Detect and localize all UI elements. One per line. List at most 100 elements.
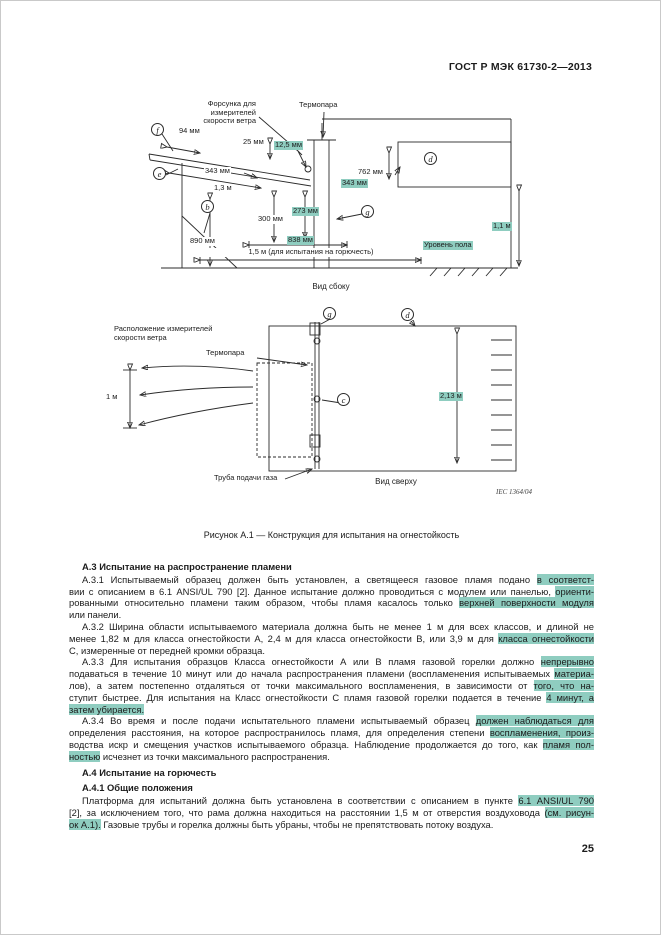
paragraph: Платформа для испытаний должна быть уста… <box>69 795 594 830</box>
text-segment: А.3.4 Во время и после подачи испытатель… <box>82 715 476 727</box>
paragraph: А.3.3 Для испытания образцов Класса огне… <box>69 656 594 715</box>
text-line: лов), а затем постепенно отдаляться от т… <box>69 679 594 692</box>
iec-reference: IEC 1364/04 <box>496 488 532 496</box>
wind-meters-label-line: скорости ветра <box>114 332 167 342</box>
dim-762mm: 762 мм <box>357 167 384 177</box>
highlighted-text: того, что на- <box>533 679 594 691</box>
side-view-caption: Вид сбоку <box>276 282 386 292</box>
highlighted-text: непрерывно <box>540 656 594 668</box>
text-segment: подаваться в течение 10 минут или до нач… <box>69 668 555 680</box>
callout-g-top: g <box>323 307 336 320</box>
text-line: менее 1,82 м для класса огнестойкости А,… <box>69 632 595 645</box>
text-line: или панели. <box>69 609 594 621</box>
paragraph: А.3.1 Испытываемый образец должен быть у… <box>69 573 594 621</box>
text-line: затем убирается. <box>69 703 594 716</box>
text-segment: [2], за исключением того, что рама должн… <box>69 806 545 818</box>
wind-meters-label: Расположение измерителей скорости ветра <box>113 324 223 342</box>
callout-d-top: d <box>401 308 414 321</box>
highlighted-text: должен наблюдаться для <box>475 715 594 727</box>
highlighted-text: воспламенения, произ- <box>489 727 595 739</box>
highlighted-text: затем убирается. <box>69 703 145 715</box>
highlighted-text: материа- <box>554 668 594 680</box>
text-line: рованными относительно пламени таким обр… <box>69 597 594 609</box>
text-segment: водства искр и смещения участков испытыв… <box>69 738 543 750</box>
dim-1m: 1 м <box>105 392 119 402</box>
text-segment: рованными относительно пламени таким обр… <box>69 597 460 609</box>
text-line: ностью исчезнет из точки максимального р… <box>69 750 594 763</box>
page-number: 25 <box>581 843 594 855</box>
dim-94mm: 94 мм <box>178 126 201 136</box>
text-line: подаваться в течение 10 минут или до нач… <box>69 668 594 680</box>
thermocouple-label-side: Термопара <box>298 100 339 110</box>
top-view-drawing <box>123 317 517 480</box>
text-segment: А.3.2 Ширина области испытываемого матер… <box>82 620 594 632</box>
text-segment: А.3.1 Испытываемый образец должен быть у… <box>82 573 537 585</box>
text-line: С, измеренные от передней кромки образца… <box>69 645 594 657</box>
dim-2-13m: 2,13 м <box>439 391 463 401</box>
doc-number: ГОСТ Р МЭК 61730-2—2013 <box>448 61 592 73</box>
callout-e: e <box>153 167 166 180</box>
highlighted-text: пламя пол- <box>542 738 594 750</box>
highlighted-text: ностью <box>69 750 101 762</box>
callout-d-side: d <box>424 152 437 165</box>
text-segment: С, измеренные от передней кромки образца… <box>69 644 265 656</box>
text-line: ступит быстрее. Для испытания на Класс о… <box>69 691 594 704</box>
text-segment: Газовые трубы и горелка должны быть убра… <box>100 818 494 830</box>
highlighted-text: ок А.1). <box>69 818 101 830</box>
nozzle-label-line: измерителей <box>210 107 256 117</box>
highlighted-text: в соответст- <box>536 573 594 585</box>
nozzle-label: Форсунка для измерителей скорости ветра <box>171 99 257 126</box>
text-line: А.3.2 Ширина области испытываемого матер… <box>69 621 594 633</box>
text-line: [2], за исключением того, что рама должн… <box>69 806 594 819</box>
text-segment: исчезнет из точки максимального распрост… <box>100 750 330 762</box>
body-text: А.3 Испытание на распространение пламени… <box>69 557 595 831</box>
section-heading: А.4 Испытание на горючесть <box>82 766 217 778</box>
nozzle-label-line: Форсунка для <box>207 99 256 108</box>
text-line: водства искр и смещения участков испытыв… <box>69 738 594 751</box>
thermocouple-label-top: Термопара <box>205 348 246 358</box>
text-segment: вии с описанием в 6.1 ANSI/UL 790 [2]. Д… <box>69 585 556 597</box>
nozzle-label-line: скорости ветра <box>203 116 256 125</box>
callout-b: b <box>201 200 214 213</box>
text-line: вии с описанием в 6.1 ANSI/UL 790 [2]. Д… <box>69 585 594 598</box>
dim-838mm: 838 мм <box>287 235 314 245</box>
section-heading: А.3 Испытание на распространение пламени <box>82 561 292 572</box>
text-segment: лов), а затем постепенно отдаляться от т… <box>69 679 534 691</box>
section-heading: А.4.1 Общие положения <box>82 782 193 794</box>
dim-12-5mm: 12,5 мм <box>274 140 303 150</box>
dim-343mm-upper: 343 мм <box>204 166 231 176</box>
paragraph: А.3.4 Во время и после подачи испытатель… <box>69 715 595 763</box>
text-segment: определения расстояния, на которое распр… <box>69 727 490 739</box>
text-segment: менее 1,82 м для класса огнестойкости А,… <box>69 632 499 644</box>
dim-1-5m-flammability: 1,5 м (для испытания на горючесть) <box>191 247 431 257</box>
highlighted-text: 4 минут, а <box>546 691 594 703</box>
highlighted-text: класса огнестойкости <box>498 632 595 644</box>
dim-273mm: 273 мм <box>292 206 319 216</box>
dim-890mm: 890 мм <box>189 236 216 246</box>
side-view-drawing <box>148 111 519 277</box>
figure-caption: Рисунок А.1 — Конструкция для испытания … <box>203 530 460 540</box>
dim-300mm: 300 мм <box>257 214 284 224</box>
text-segment: ступит быстрее. Для испытания на Класс о… <box>69 691 547 703</box>
paragraph: А.3.2 Ширина области испытываемого матер… <box>69 621 595 657</box>
highlighted-text: (см. рисун- <box>544 806 594 818</box>
dim-25mm: 25 мм <box>242 137 265 147</box>
callout-f: f <box>151 123 164 136</box>
text-segment: Платформа для испытаний должна быть уста… <box>82 795 519 807</box>
text-line: ок А.1). Газовые трубы и горелка должны … <box>69 818 594 831</box>
text-line: А.3.1 Испытываемый образец должен быть у… <box>69 573 594 586</box>
gas-pipe-label: Труба подачи газа <box>213 473 279 483</box>
text-segment: А.3.3 Для испытания образцов Класса огне… <box>82 656 541 668</box>
text-line: Платформа для испытаний должна быть уста… <box>69 795 594 807</box>
text-line: А.3.4 Во время и после подачи испытатель… <box>69 715 594 727</box>
dim-1-1m: 1,1 м <box>492 221 512 231</box>
top-view-caption: Вид сверху <box>346 477 446 487</box>
text-segment: или панели. <box>69 609 122 621</box>
text-line: определения расстояния, на которое распр… <box>69 727 595 739</box>
highlighted-text: 6.1 ANSI/UL 790 <box>518 795 594 807</box>
floor-level-label: Уровень пола <box>423 240 473 250</box>
text-line: А.3.3 Для испытания образцов Класса огне… <box>69 656 594 668</box>
dim-343mm-lower: 343 мм <box>341 178 368 188</box>
